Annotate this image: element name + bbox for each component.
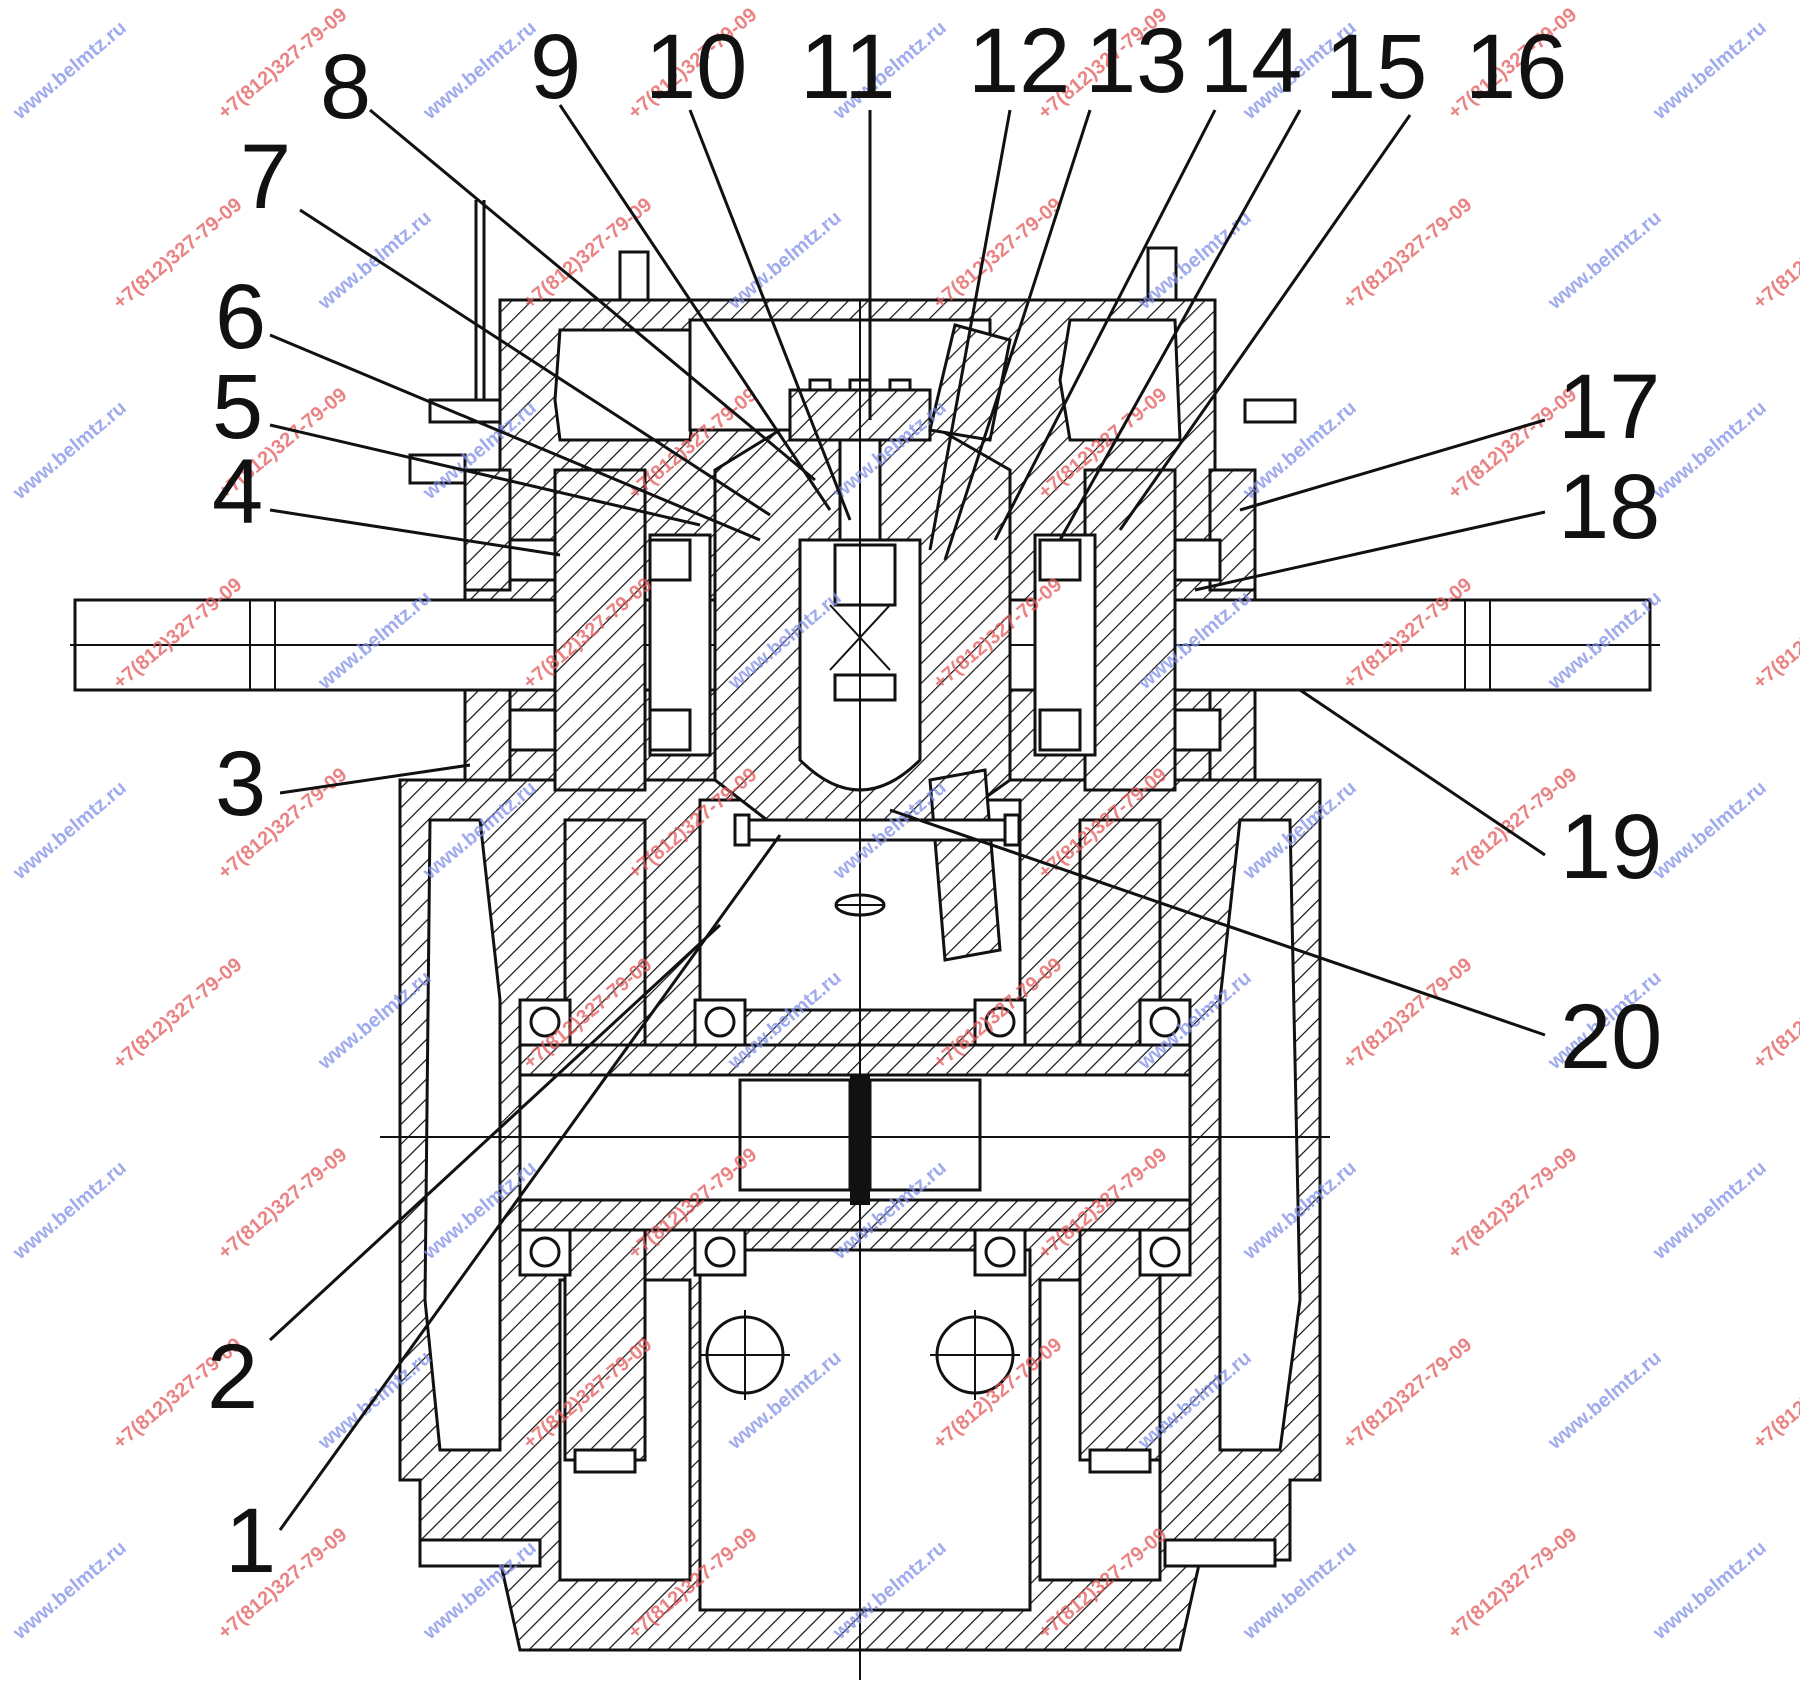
watermark-site: www.belmtz.ru: [8, 17, 130, 125]
leader-18: [1194, 510, 1546, 592]
leader-13: [943, 109, 1092, 561]
watermark-site: www.belmtz.ru: [1543, 207, 1665, 315]
callout-14: 14: [1200, 10, 1302, 112]
callout-4: 4: [212, 441, 263, 543]
watermark-phone: +7(812)327-79-09: [1749, 1334, 1800, 1454]
leader-16: [1118, 114, 1412, 531]
leader-4: [269, 508, 561, 557]
watermark-phone: +7(812)327-79-09: [1339, 194, 1476, 314]
watermark-phone: +7(812)327-79-09: [1339, 1334, 1476, 1454]
watermark-phone: +7(812)327-79-09: [1444, 1524, 1581, 1644]
watermark-site: www.belmtz.ru: [1648, 397, 1770, 505]
callout-3: 3: [215, 733, 266, 835]
watermark-site: www.belmtz.ru: [313, 207, 435, 315]
callout-10: 10: [645, 16, 747, 118]
watermark-site: www.belmtz.ru: [8, 1157, 130, 1265]
leader-8: [369, 108, 816, 482]
watermark-site: www.belmtz.ru: [1648, 777, 1770, 885]
lower-bearings: [518, 998, 1192, 1277]
callout-16: 16: [1465, 16, 1567, 118]
callout-18: 18: [1558, 456, 1660, 558]
leader-20: [889, 808, 1546, 1037]
leader-5: [269, 423, 701, 527]
watermark-phone: +7(812)327-79-09: [1444, 1144, 1581, 1264]
lower-shaft: [380, 1043, 1330, 1232]
callout-7: 7: [240, 126, 291, 228]
leader-6: [269, 333, 761, 542]
watermark-phone: +7(812)327-79-09: [1749, 954, 1800, 1074]
callout-5: 5: [212, 356, 263, 458]
callout-17: 17: [1558, 356, 1660, 458]
leader-14: [993, 109, 1217, 541]
callout-labels: 8 7 6 5 4 3 9 10 11 12 13 14 15 16 17 18…: [207, 10, 1662, 1592]
callout-1: 1: [225, 1490, 276, 1592]
leader-10: [688, 109, 852, 521]
leader-7: [299, 208, 771, 517]
callout-6: 6: [215, 266, 266, 368]
watermark-site: www.belmtz.ru: [8, 1537, 130, 1645]
watermark-phone: +7(812)327-79-09: [1749, 574, 1800, 694]
leader-12: [928, 109, 1012, 551]
callout-15: 15: [1325, 16, 1427, 118]
leader-17: [1239, 418, 1546, 512]
leader-1: [278, 834, 782, 1531]
leader-9: [558, 104, 832, 511]
watermark-phone: +7(812)327-79-09: [214, 1144, 351, 1264]
watermark-site: www.belmtz.ru: [1543, 1347, 1665, 1455]
watermark-phone: +7(812)327-79-09: [109, 954, 246, 1074]
callout-19: 19: [1560, 796, 1662, 898]
leader-lines: [268, 104, 1546, 1531]
callout-20: 20: [1560, 986, 1662, 1088]
callout-13: 13: [1085, 10, 1187, 112]
leader-19: [1299, 688, 1546, 857]
axle-shafts: [70, 468, 1660, 792]
callout-9: 9: [530, 16, 581, 118]
watermark-site: www.belmtz.ru: [1648, 1157, 1770, 1265]
leader-2: [268, 923, 722, 1342]
watermark-phone: +7(812)327-79-09: [1749, 194, 1800, 314]
watermark-site: www.belmtz.ru: [418, 17, 540, 125]
callout-8: 8: [320, 36, 371, 138]
watermark-phone: +7(812)327-79-09: [929, 194, 1066, 314]
watermark-site: www.belmtz.ru: [1648, 17, 1770, 125]
callout-2: 2: [207, 1326, 258, 1428]
watermark-site: www.belmtz.ru: [1648, 1537, 1770, 1645]
watermark-site: www.belmtz.ru: [8, 397, 130, 505]
callout-12: 12: [968, 10, 1070, 112]
watermark-site: www.belmtz.ru: [723, 207, 845, 315]
callout-11: 11: [800, 16, 896, 118]
watermark-site: www.belmtz.ru: [8, 777, 130, 885]
leader-3: [279, 763, 471, 795]
leader-15: [1058, 109, 1302, 541]
